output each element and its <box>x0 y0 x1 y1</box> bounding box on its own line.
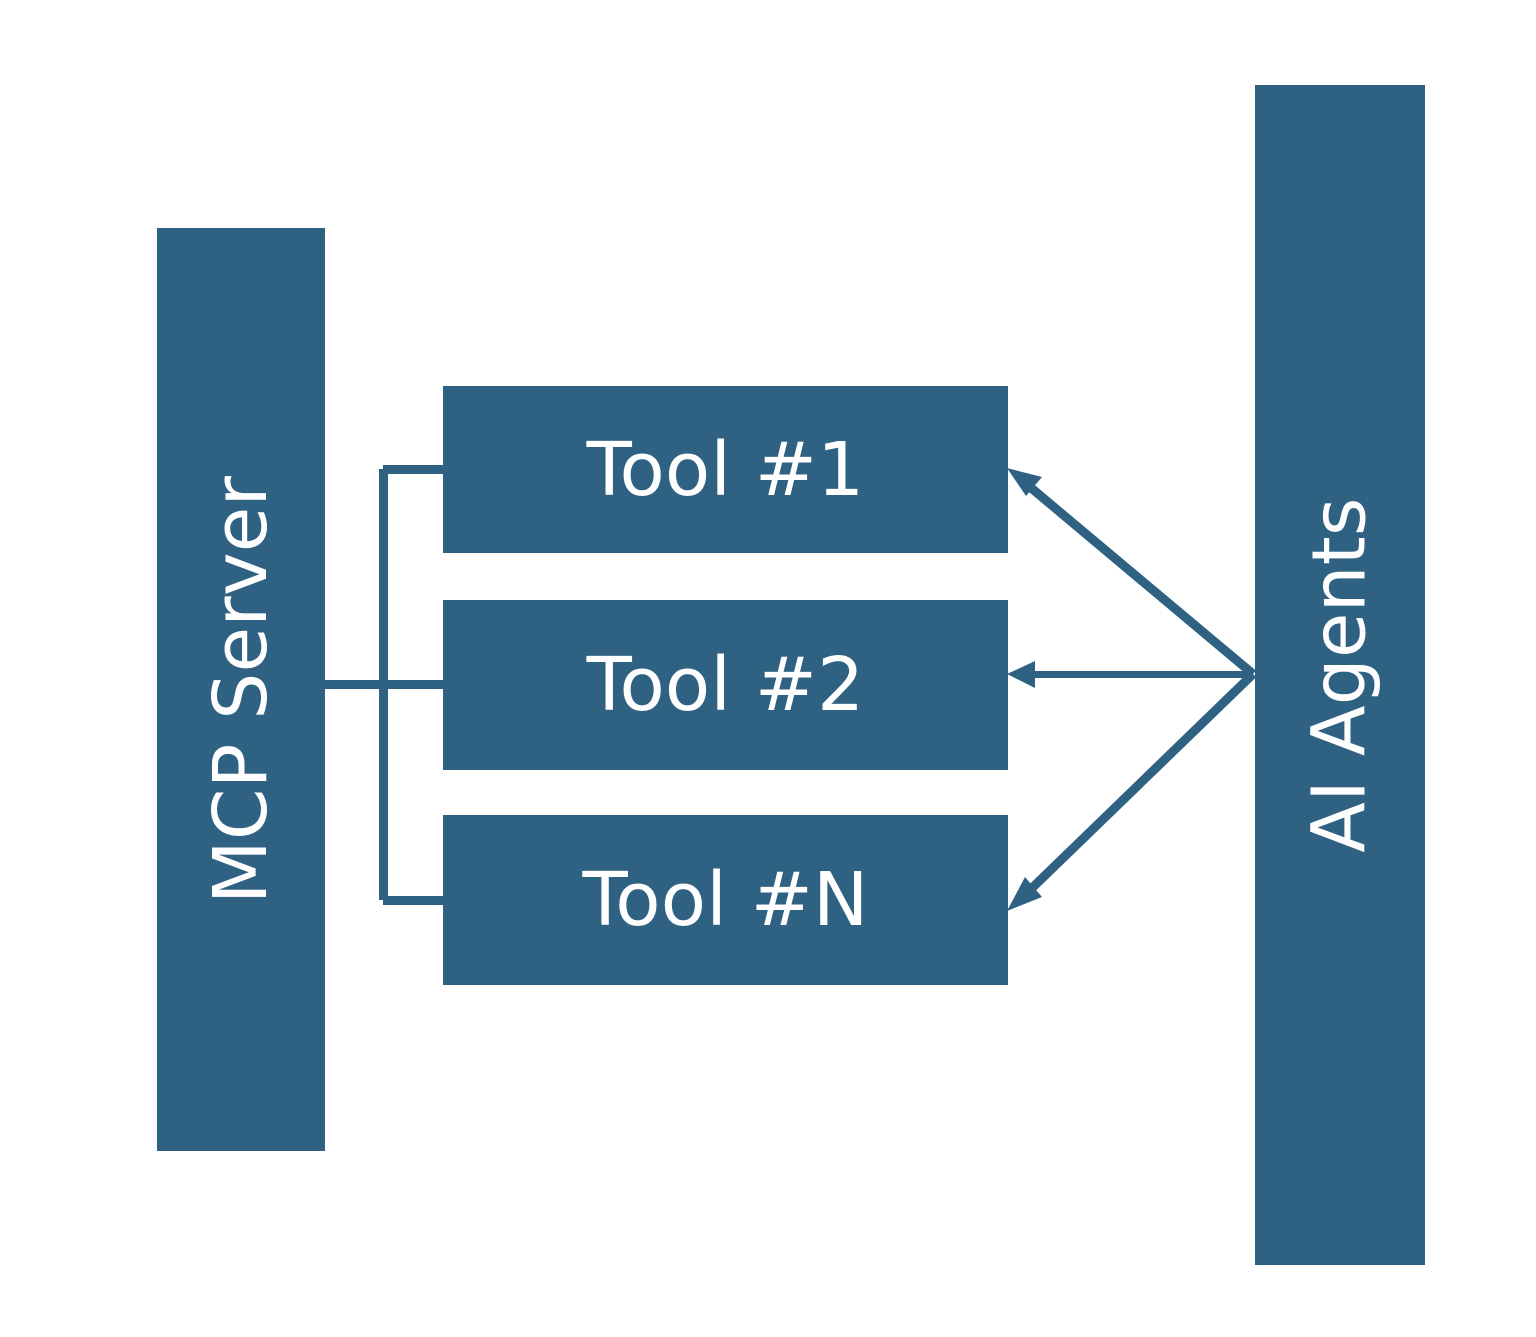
server-to-tools-bracket <box>325 465 443 905</box>
tool-n-label: Tool #N <box>582 857 869 943</box>
ai-agents-node[interactable]: AI Agents <box>1255 85 1425 1265</box>
agents-to-tool-n-arrowhead <box>1007 877 1042 911</box>
ai-agents-label: AI Agents <box>1297 497 1383 853</box>
agents-to-tool-1-arrowhead <box>1007 468 1042 496</box>
agents-to-tool-2-arrowhead <box>1007 661 1035 688</box>
agents-to-tool-1-arrow <box>1007 468 1256 678</box>
tool-1-node[interactable]: Tool #1 <box>443 386 1008 553</box>
agents-to-tool-1-shaft <box>1027 483 1256 678</box>
agents-to-tool-n-arrow <box>1007 670 1257 911</box>
mcp-server-node[interactable]: MCP Server <box>157 228 325 1151</box>
agents-to-tool-n-shaft <box>1026 670 1257 894</box>
agents-to-tool-2-arrow <box>1007 661 1253 688</box>
tool-2-node[interactable]: Tool #2 <box>443 600 1008 770</box>
tool-2-label: Tool #2 <box>586 642 865 728</box>
mcp-server-label: MCP Server <box>198 475 284 904</box>
tool-1-label: Tool #1 <box>586 426 865 513</box>
tool-n-node[interactable]: Tool #N <box>443 815 1008 985</box>
